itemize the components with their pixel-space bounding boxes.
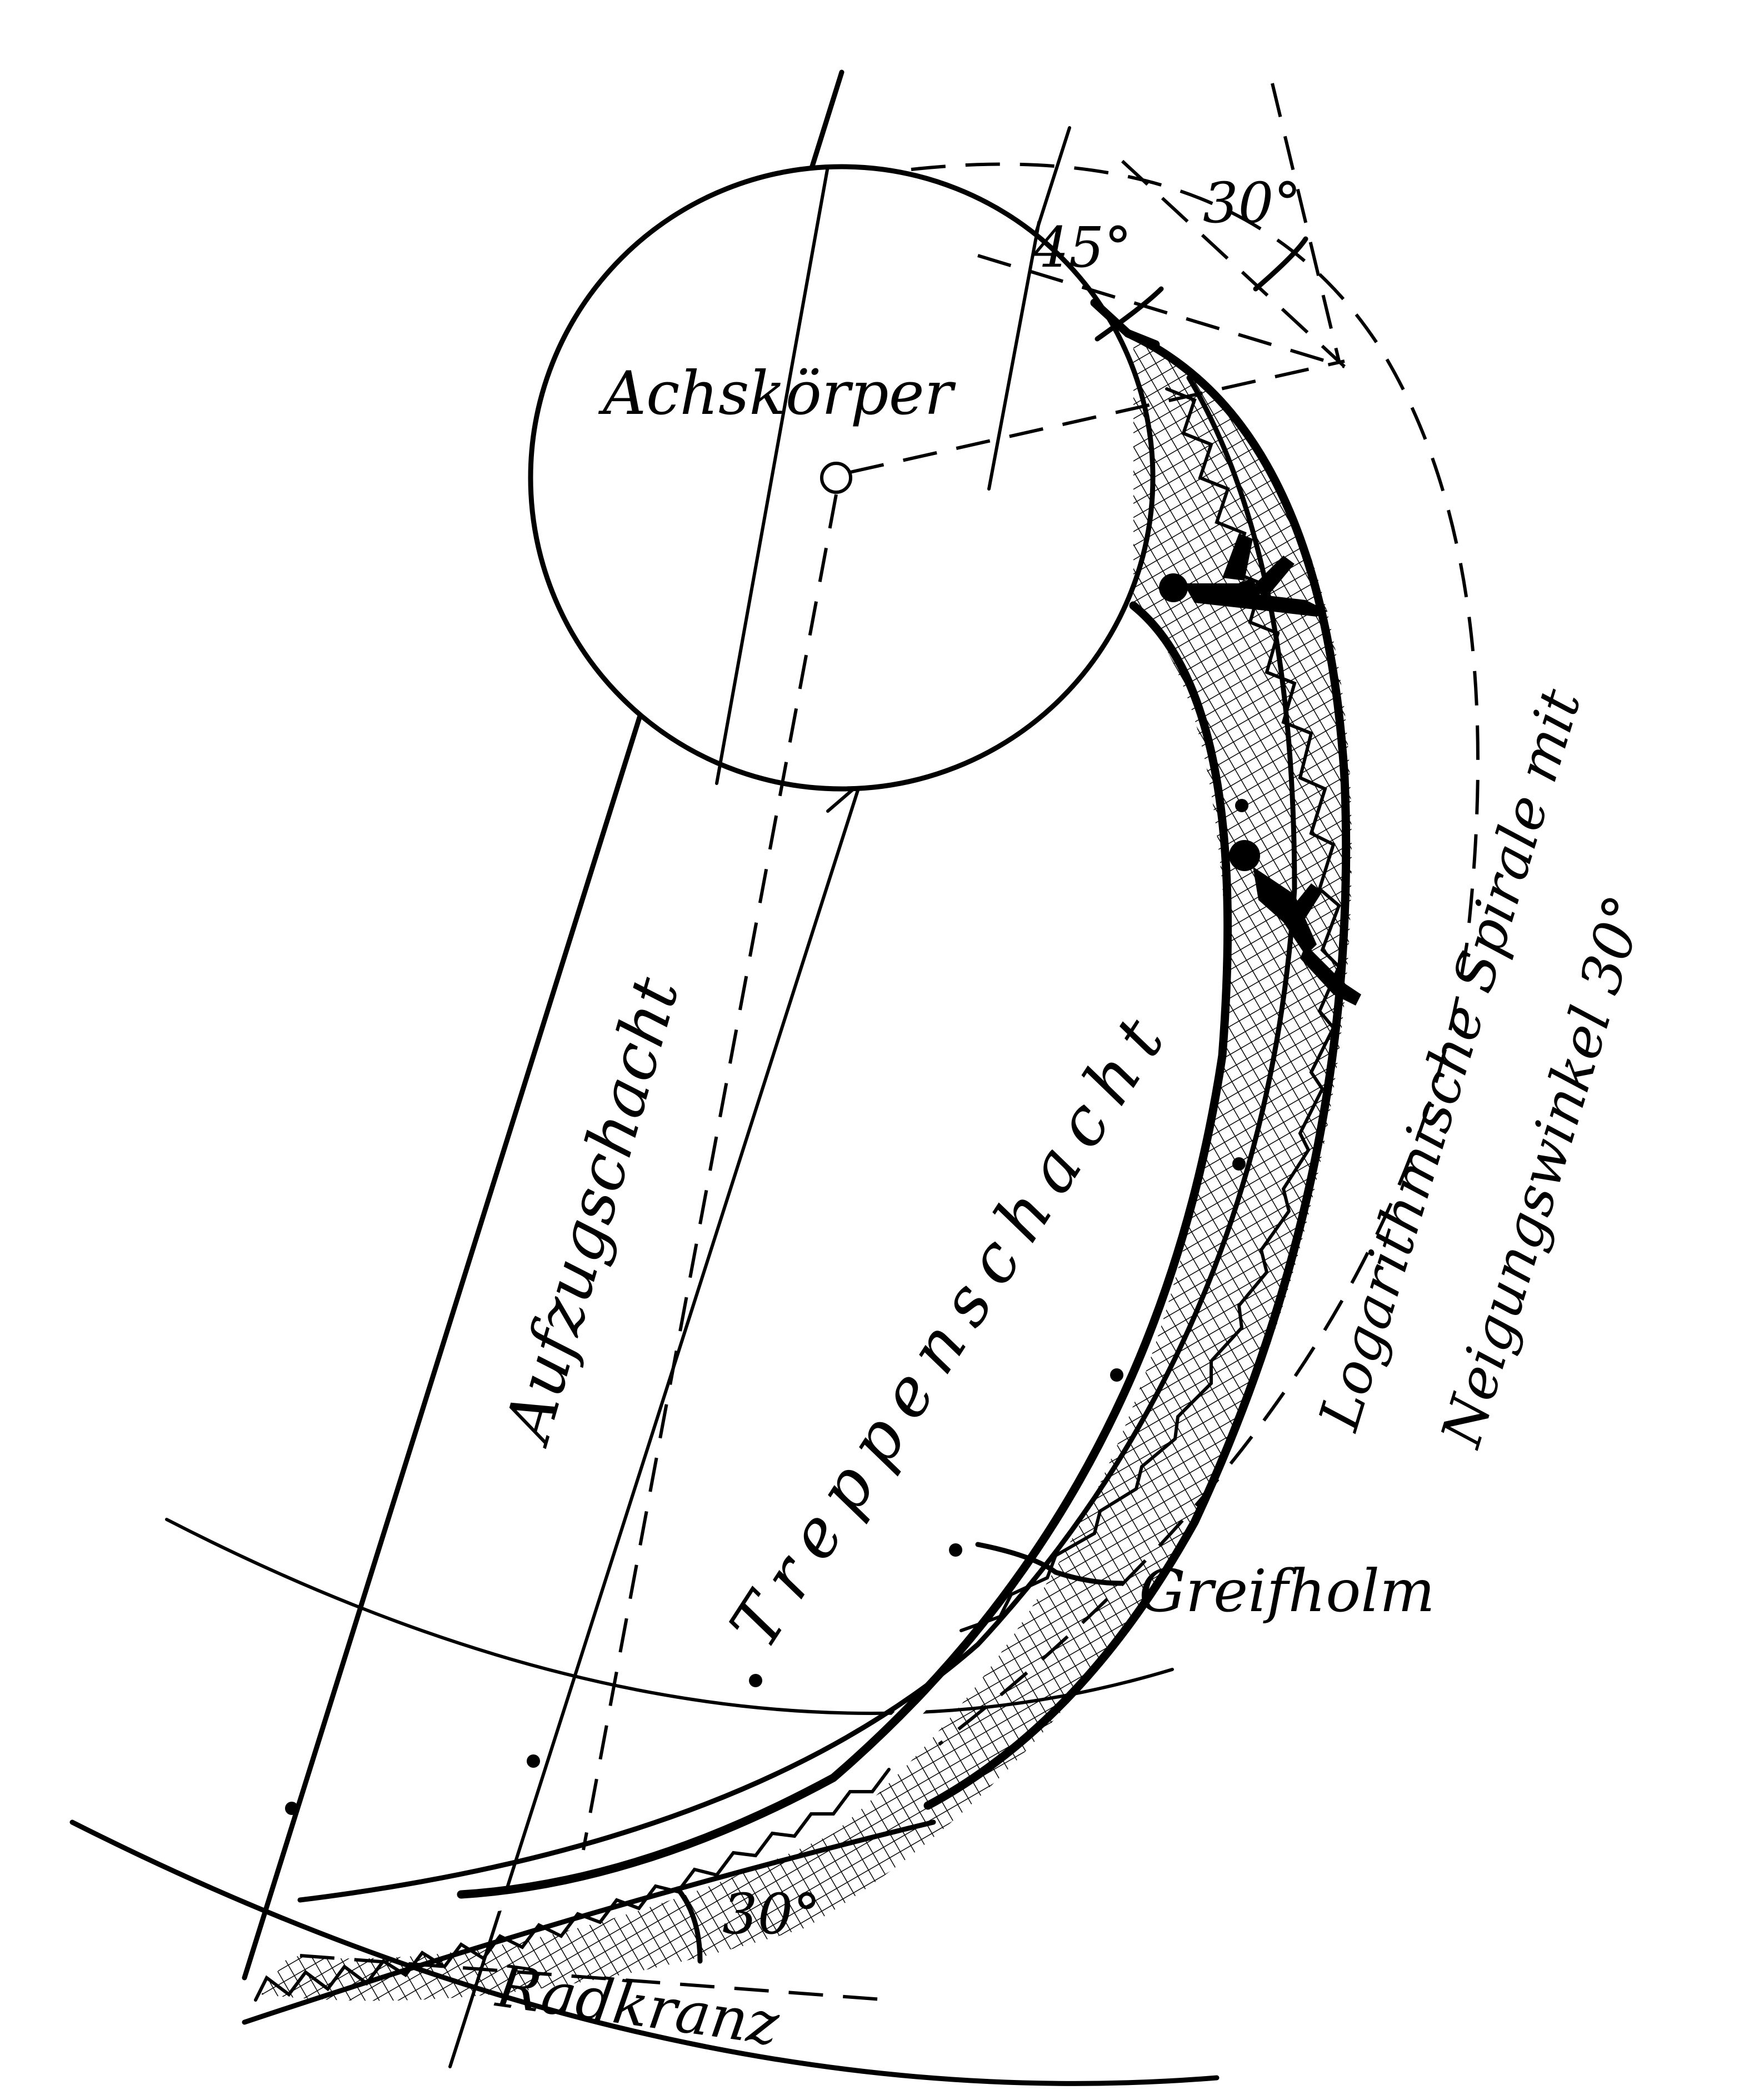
label-handrail: Greifholm	[1139, 1557, 1435, 1625]
handrail-dot	[285, 1802, 298, 1815]
stair-steps-zigzag-bottom	[254, 1768, 891, 2002]
spiral-outer-edge	[923, 329, 1351, 1810]
angle-arc-30-top	[1253, 236, 1308, 292]
elevator-shaft-left-line-inner	[715, 165, 829, 785]
outer-dashed-spiral	[911, 162, 1480, 1746]
handrail-pointer-line	[975, 1542, 1125, 1586]
dashed-radial-to-top-right	[849, 359, 1345, 474]
label-angle-30-bottom: 30°	[722, 1882, 821, 1947]
label-angle-45: 45°	[1033, 215, 1132, 280]
handrail-dot	[1235, 799, 1248, 812]
dashed-tangent-top	[977, 254, 1345, 368]
handrail-line	[297, 375, 1297, 1903]
spiral-inner-edge	[457, 601, 1232, 1899]
dashed-line-30-top-b	[1271, 83, 1341, 362]
stair-shaft-top-edge	[1090, 298, 1160, 349]
rim-outer-arc	[69, 1819, 1220, 2086]
label-elevator-shaft: Aufzugschacht	[489, 969, 694, 1454]
elevator-shaft-right-line-inner	[987, 221, 1041, 491]
handrail-dot	[1110, 1368, 1123, 1382]
handrail-dot	[527, 1754, 540, 1768]
axle-center-point	[820, 462, 852, 494]
handrail-dot	[949, 1543, 962, 1557]
stair-shaft-band	[261, 339, 1352, 2001]
angle-arc-45	[1095, 286, 1164, 342]
handrail-dot	[749, 1674, 762, 1687]
person-figure-lower	[1229, 840, 1361, 1006]
label-angle-30-top: 30°	[1203, 171, 1301, 236]
dashed-radial-vertical	[582, 494, 838, 1851]
label-axle-body: Achskörper	[598, 359, 956, 428]
person-figure-upper	[1159, 533, 1328, 617]
handrail-dot	[1232, 1157, 1246, 1171]
